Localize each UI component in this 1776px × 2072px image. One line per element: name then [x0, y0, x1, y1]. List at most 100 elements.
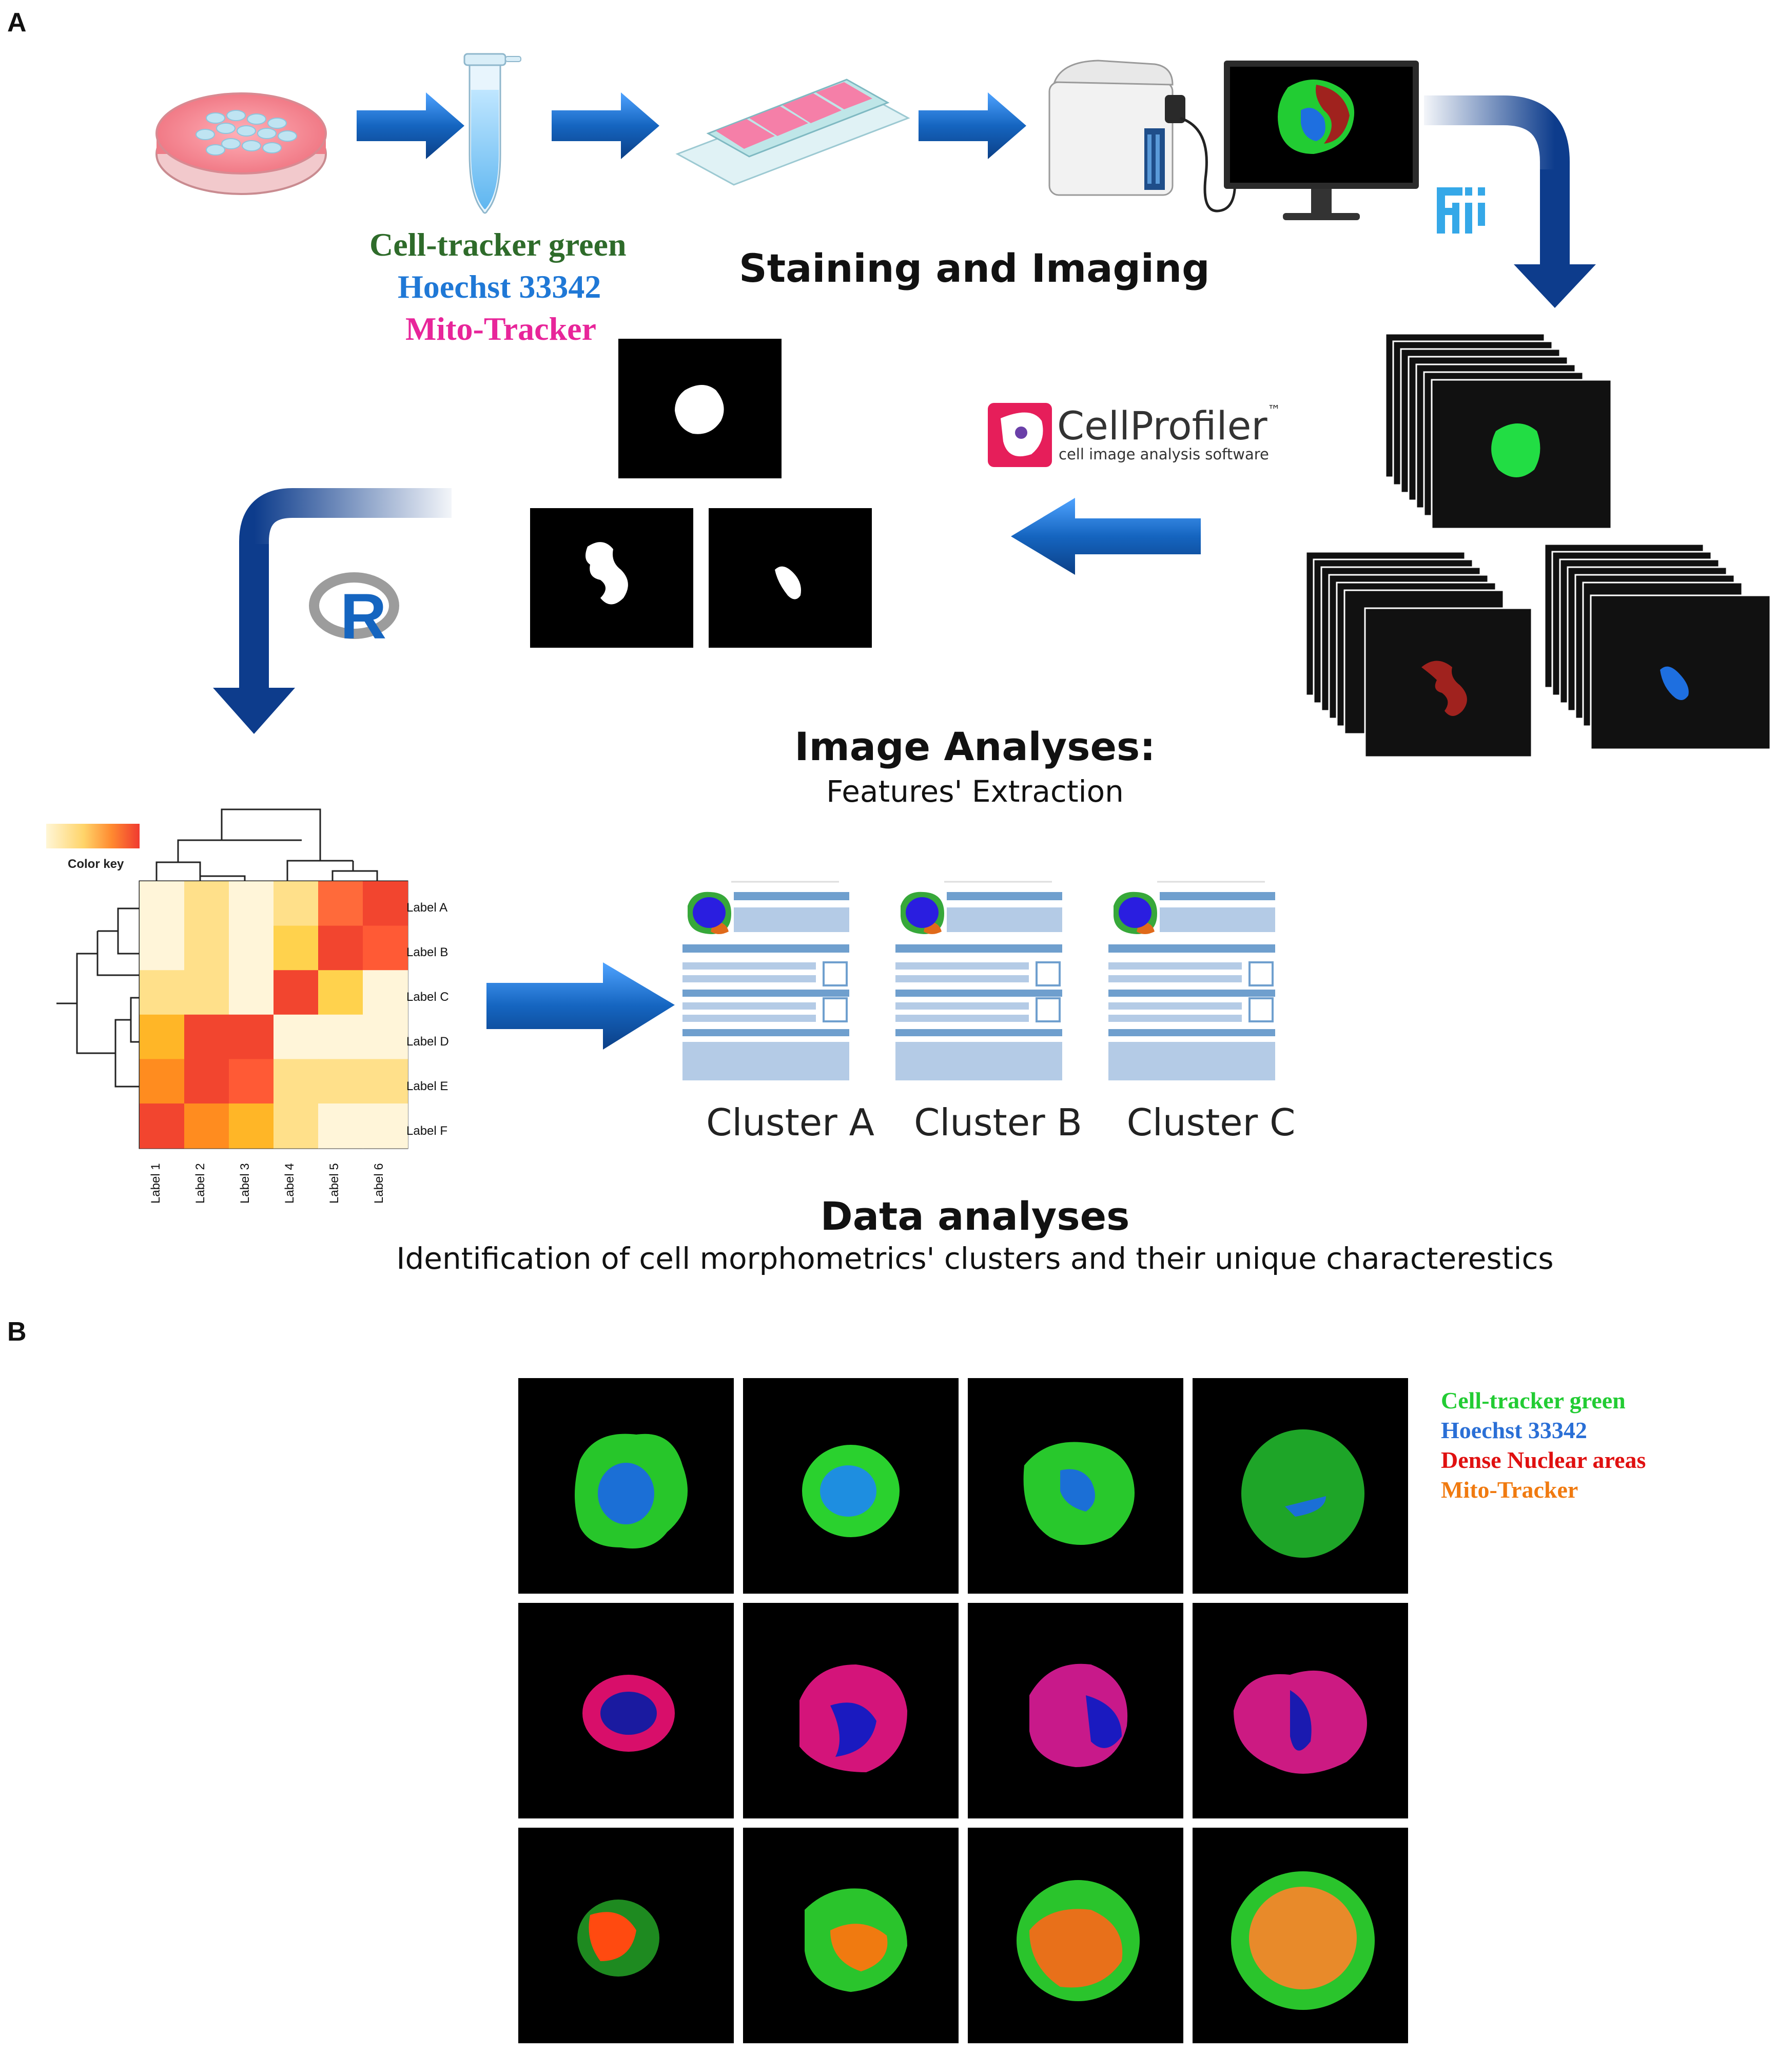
heatmap-cell — [274, 1059, 319, 1104]
image-analyses-title: Image Analyses: — [794, 724, 1156, 769]
microscope-icon — [1048, 60, 1237, 212]
heatmap-cell — [274, 970, 319, 1015]
legend-item: Hoechst 33342 — [1441, 1417, 1587, 1443]
heatmap-cell — [184, 925, 229, 971]
arrow-right-icon — [919, 92, 1026, 159]
cellprofiler-name: CellProfiler™ — [1057, 403, 1281, 449]
micrograph-tile — [518, 1603, 734, 1818]
heatmap-cell — [363, 1014, 408, 1060]
heatmap-cell — [140, 1059, 185, 1104]
heatmap-cell — [318, 1014, 363, 1060]
heatmap-row-label: Label A — [406, 901, 448, 915]
micrograph-tile — [518, 1828, 734, 2043]
green-channel-stack — [1384, 333, 1612, 530]
monitor-icon — [1224, 61, 1419, 220]
cellprofiler-logo-icon — [988, 403, 1052, 467]
image-analyses-subtitle: Features' Extraction — [826, 774, 1124, 809]
heatmap-cell — [140, 970, 185, 1015]
nucleus-channel-stack — [1544, 543, 1771, 750]
binary-mask-whole-cell — [618, 339, 782, 478]
staining-imaging-caption: Staining and Imaging — [739, 245, 1210, 291]
heatmap-col-label: Label 1 — [149, 1163, 163, 1204]
cluster-sheet-icon — [895, 881, 1062, 1080]
cluster-sheet-icon — [1108, 881, 1275, 1080]
heatmap-cell — [363, 1059, 408, 1104]
heatmap-col-label: Label 6 — [372, 1163, 386, 1204]
heatmap-cell — [229, 970, 274, 1015]
heatmap-col-label: Label 5 — [327, 1163, 341, 1204]
data-analyses-title: Data analyses — [820, 1193, 1130, 1239]
heatmap-cell — [318, 970, 363, 1015]
heatmap-cell — [184, 1103, 229, 1149]
cellprofiler-tagline: cell image analysis software — [1059, 446, 1269, 463]
heatmap-cell — [229, 1014, 274, 1060]
heatmap-cell — [140, 1014, 185, 1060]
binary-mask-nucleus — [709, 508, 872, 648]
legend-item: Cell-tracker green — [1441, 1387, 1626, 1413]
heatmap-cell — [140, 1103, 185, 1149]
heatmap-cell — [363, 925, 408, 971]
heatmap-cell — [318, 925, 363, 971]
row-dendrogram — [56, 907, 140, 1088]
color-key-label: Color key — [68, 857, 124, 871]
heatmap-cell — [363, 881, 408, 926]
cluster-label: Cluster A — [706, 1101, 874, 1144]
tube-icon — [463, 53, 521, 214]
r-logo-icon — [309, 572, 399, 639]
arrow-left-icon — [1011, 498, 1201, 575]
cluster-label: Cluster B — [914, 1101, 1082, 1144]
arrow-right-icon — [357, 92, 464, 159]
curved-arrow-down-icon — [1424, 95, 1596, 308]
cluster-label: Cluster C — [1126, 1101, 1296, 1144]
heatmap-cells — [140, 881, 408, 1149]
heatmap-cell — [184, 1014, 229, 1060]
legend: Cell-tracker green Hoechst 33342 Dense N… — [1441, 1386, 1646, 1505]
micrograph-tile — [743, 1828, 959, 2043]
micrograph-tile — [743, 1378, 959, 1594]
micrograph-tile — [1193, 1378, 1408, 1594]
heatmap-graphic — [46, 808, 408, 1149]
heatmap-row-label: Label D — [406, 1035, 449, 1049]
heatmap-cell — [184, 970, 229, 1015]
clusters-graphic — [486, 881, 1275, 1080]
color-key-bar — [46, 824, 140, 848]
stain-hoechst: Hoechst 33342 — [398, 268, 601, 305]
heatmap-cell — [363, 970, 408, 1015]
heatmap-cell — [274, 881, 319, 926]
heatmap-cell — [274, 1014, 319, 1060]
heatmap-cell — [184, 1059, 229, 1104]
heatmap-cell — [140, 881, 185, 926]
stain-mito: Mito-Tracker — [405, 311, 596, 347]
heatmap-cell — [229, 881, 274, 926]
panel-a-label: A — [7, 8, 27, 37]
heatmap-col-label: Label 2 — [193, 1163, 207, 1204]
heatmap-cell — [318, 1059, 363, 1104]
micrograph-tile — [518, 1378, 734, 1594]
arrow-right-icon — [486, 962, 675, 1050]
heatmap-row-label: Label B — [406, 945, 448, 959]
chamber-slide-icon — [675, 79, 910, 186]
panel-b-label: B — [7, 1317, 27, 1347]
cluster-sheet-icon — [682, 881, 849, 1080]
heatmap-cell — [229, 925, 274, 971]
legend-item: Mito-Tracker — [1441, 1477, 1578, 1503]
heatmap-cell — [229, 1103, 274, 1149]
heatmap-cell — [363, 1103, 408, 1149]
micrograph-tile — [743, 1603, 959, 1818]
legend-item: Dense Nuclear areas — [1441, 1447, 1646, 1473]
curved-arrow-down-icon — [213, 488, 452, 734]
r-logo-letter: R — [340, 581, 387, 652]
mito-channel-stack — [1305, 551, 1533, 758]
heatmap-col-label: Label 4 — [283, 1163, 297, 1204]
micrograph-grid — [518, 1378, 1408, 2043]
micrograph-tile — [968, 1603, 1183, 1818]
data-analyses-subtitle: Identification of cell morphometrics' cl… — [396, 1241, 1554, 1276]
micrograph-tile — [968, 1828, 1183, 2043]
fiji-logo-icon — [1437, 187, 1485, 234]
heatmap-cell — [318, 1103, 363, 1149]
heatmap-cell — [140, 925, 185, 971]
heatmap-col-label: Label 3 — [238, 1163, 252, 1204]
heatmap-row-label: Label E — [406, 1079, 448, 1093]
stain-cell-tracker: Cell-tracker green — [369, 226, 627, 263]
heatmap-cell — [229, 1059, 274, 1104]
